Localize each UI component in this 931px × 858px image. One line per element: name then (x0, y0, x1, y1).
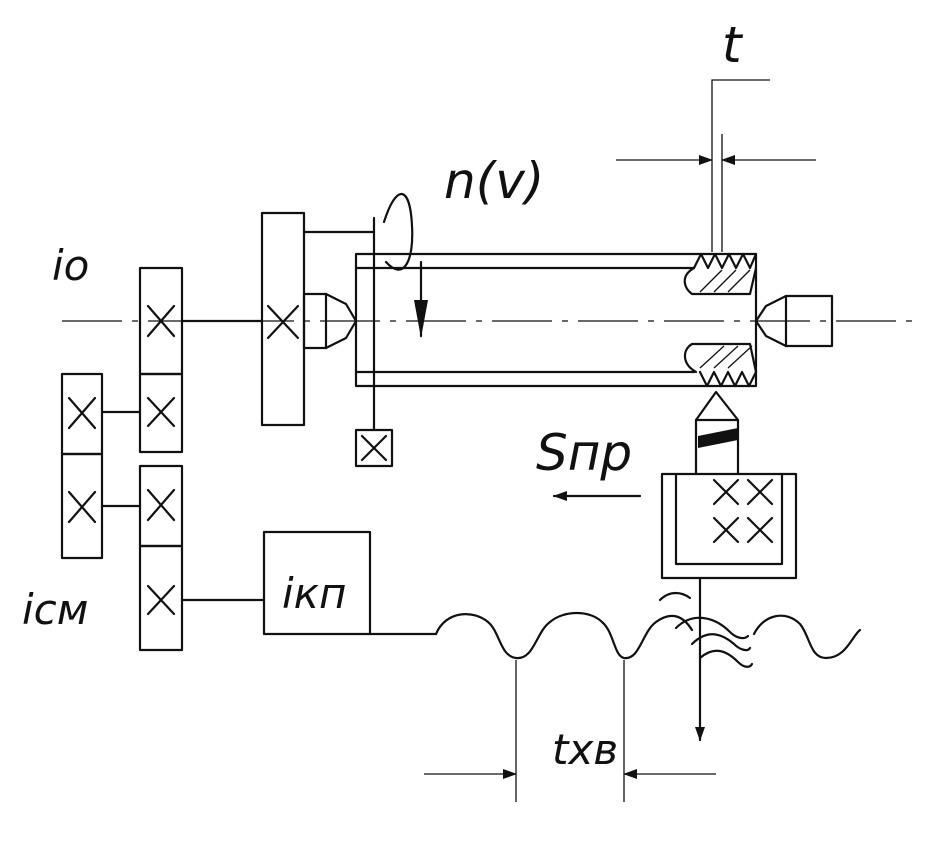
gear-cross-icon (67, 396, 97, 430)
change-gear-block (60, 266, 266, 652)
lead-pitch-dimension (424, 660, 716, 802)
workpiece (354, 252, 758, 388)
gear-cross-icon (146, 488, 176, 522)
label-i-sm: iсм (22, 585, 88, 634)
depth-of-cut-dimension (616, 79, 816, 252)
lead-screw (434, 591, 862, 668)
cutting-tool (660, 390, 798, 580)
tailstock-center (754, 294, 834, 348)
label-depth-t: t (722, 16, 744, 74)
rotation-arrow-icon (354, 192, 428, 468)
gear-cross-icon (146, 396, 176, 428)
gear-cross-icon (67, 490, 97, 524)
label-feed-s-pr: Sпр (536, 424, 632, 482)
label-i-kp: iкп (282, 569, 347, 618)
label-t-hv: tхв (552, 725, 618, 774)
spindle-gear (180, 211, 376, 427)
label-rotation-n-v: n(v) (444, 152, 544, 210)
gear-cross-icon (146, 584, 176, 616)
feed-gearbox (262, 530, 438, 636)
label-i-o: iо (52, 241, 89, 290)
gear-cross-icon (146, 304, 176, 338)
